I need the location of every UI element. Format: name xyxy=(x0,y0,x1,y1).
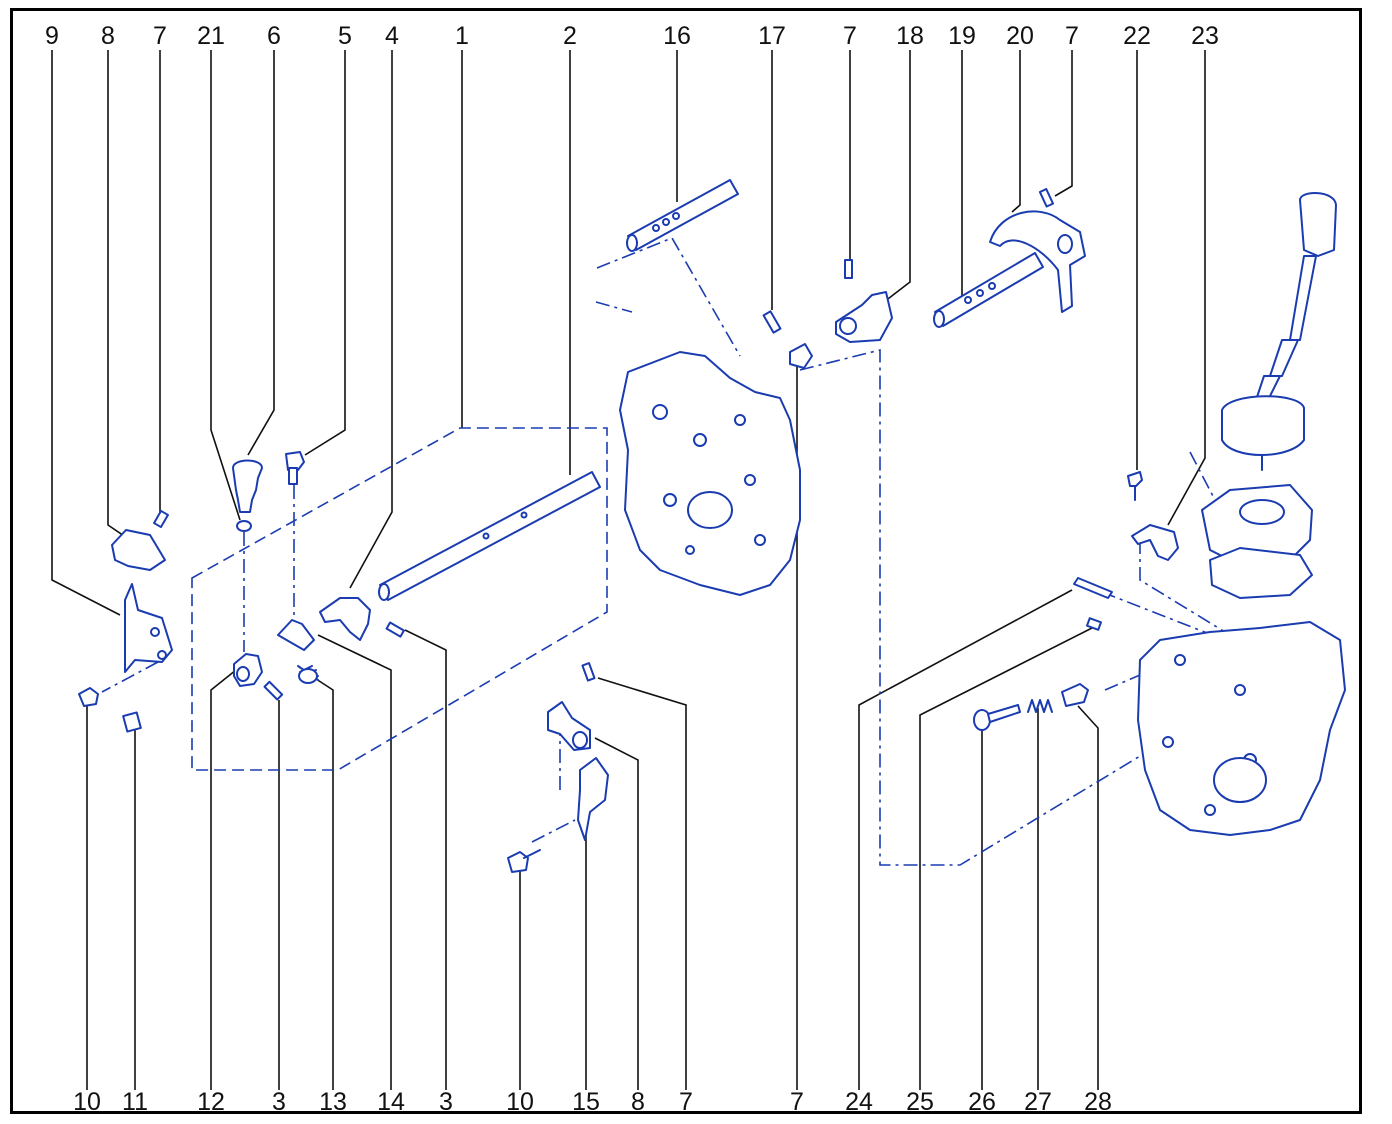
top-part-label: 4 xyxy=(385,22,399,50)
bottom-part-label: 25 xyxy=(906,1088,934,1116)
bottom-part-label: 15 xyxy=(572,1088,600,1116)
top-part-label: 7 xyxy=(153,22,167,50)
part-28-plunger xyxy=(1061,683,1089,707)
top-part-label: 20 xyxy=(1006,22,1034,50)
part-23-bracket xyxy=(1127,471,1179,561)
part-5-bolt xyxy=(285,451,305,485)
bottom-part-label: 7 xyxy=(679,1088,693,1116)
part-24-pin xyxy=(1073,577,1113,631)
bottom-part-label: 28 xyxy=(1084,1088,1112,1116)
top-part-label: 9 xyxy=(45,22,59,50)
part-6-breather xyxy=(232,459,263,532)
part-8-lever xyxy=(111,509,169,571)
bottom-part-label: 3 xyxy=(439,1088,453,1116)
part-19-shift-rod xyxy=(933,252,1044,328)
top-part-label: 6 xyxy=(267,22,281,50)
part-16-shift-rod xyxy=(626,179,739,252)
part-20-shift-fork xyxy=(989,188,1086,313)
top-part-label: 17 xyxy=(758,22,786,50)
top-part-label: 21 xyxy=(197,22,225,50)
part-26-bolt xyxy=(973,704,1021,731)
part-9-lever xyxy=(78,583,173,733)
top-part-label: 1 xyxy=(455,22,469,50)
part-27-spring xyxy=(1027,699,1053,713)
gear-shift-lever xyxy=(1221,192,1337,471)
top-part-label: 22 xyxy=(1123,22,1151,50)
diagram-frame xyxy=(10,8,1362,1114)
part-18-selector xyxy=(789,291,893,369)
gearbox-housing xyxy=(1137,621,1346,836)
bottom-part-label: 10 xyxy=(506,1088,534,1116)
part-14-bracket xyxy=(277,619,315,651)
shift-tower xyxy=(1201,484,1313,599)
clutch-housing xyxy=(619,351,801,596)
bottom-part-label: 7 xyxy=(790,1088,804,1116)
bottom-part-label: 3 xyxy=(272,1088,286,1116)
part-15-lever xyxy=(507,757,609,873)
part-4-fork xyxy=(319,597,405,641)
top-part-label: 2 xyxy=(563,22,577,50)
bottom-part-label: 24 xyxy=(845,1088,873,1116)
part-13-spring xyxy=(297,665,319,684)
bottom-part-label: 10 xyxy=(73,1088,101,1116)
top-part-label: 23 xyxy=(1191,22,1219,50)
part-8-lower-lever xyxy=(547,662,596,751)
part-12-sleeve xyxy=(233,653,284,701)
bottom-part-label: 27 xyxy=(1024,1088,1052,1116)
bottom-part-label: 26 xyxy=(968,1088,996,1116)
top-part-label: 8 xyxy=(101,22,115,50)
bottom-part-label: 14 xyxy=(377,1088,405,1116)
top-part-label: 7 xyxy=(843,22,857,50)
top-part-label: 7 xyxy=(1065,22,1079,50)
bottom-part-label: 13 xyxy=(319,1088,347,1116)
bottom-part-label: 12 xyxy=(197,1088,225,1116)
top-part-label: 18 xyxy=(896,22,924,50)
leader-lines xyxy=(51,50,1206,1090)
bottom-part-label: 11 xyxy=(122,1088,148,1116)
top-part-label: 5 xyxy=(338,22,352,50)
part-2-shift-rod xyxy=(378,471,601,601)
bottom-part-label: 8 xyxy=(631,1088,645,1116)
top-part-label: 19 xyxy=(948,22,976,50)
alignment-lines xyxy=(101,236,1226,866)
part-17-pin xyxy=(762,259,853,334)
top-part-label: 16 xyxy=(663,22,691,50)
